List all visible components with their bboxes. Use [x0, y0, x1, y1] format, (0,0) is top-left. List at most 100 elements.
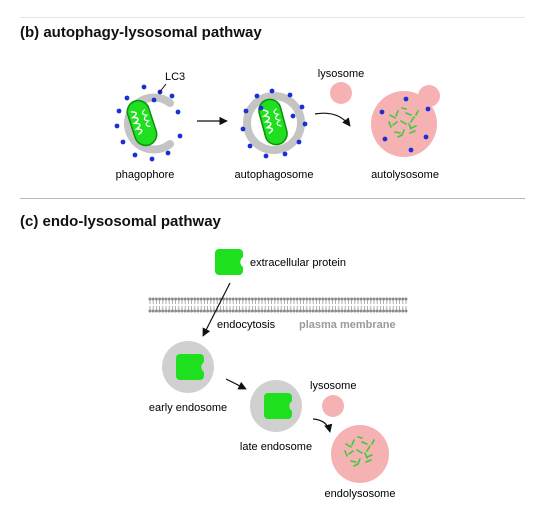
- lipid-head: [314, 297, 318, 301]
- lipid-head: [340, 297, 344, 301]
- lipid-head: [378, 297, 382, 301]
- lipid-head: [308, 297, 312, 301]
- lipid-head: [263, 297, 267, 301]
- lipid-head: [177, 309, 181, 313]
- endocytosis-label: endocytosis: [217, 319, 276, 331]
- autolysosome-label: autolysosome: [371, 169, 439, 181]
- autolysosome-body: [371, 91, 437, 157]
- lipid-head: [366, 309, 370, 313]
- lipid-head: [308, 309, 312, 313]
- lipid-head: [193, 309, 197, 313]
- lipid-head: [327, 297, 331, 301]
- panel-divider: [20, 198, 525, 199]
- autophagosome-membrane: [243, 92, 305, 154]
- late-endosome-label: late endosome: [240, 441, 312, 453]
- lipid-head: [209, 309, 213, 313]
- lipid-head: [346, 297, 350, 301]
- lipid-head: [196, 309, 200, 313]
- lipid-head: [215, 297, 219, 301]
- early-endosome-label: early endosome: [149, 402, 227, 414]
- lipid-head: [295, 309, 299, 313]
- lipid-head: [375, 297, 379, 301]
- top-divider: [20, 17, 525, 18]
- lipid-head: [401, 309, 405, 313]
- lipid-head: [311, 309, 315, 313]
- lipid-head: [177, 297, 181, 301]
- lipid-head: [356, 309, 360, 313]
- lipid-head: [174, 309, 178, 313]
- lipid-head: [234, 297, 238, 301]
- lipid-head: [161, 297, 165, 301]
- lipid-head: [161, 309, 165, 313]
- lipid-head: [218, 309, 222, 313]
- lipid-head: [180, 309, 184, 313]
- arrow-fusion-c: [312, 418, 333, 433]
- lipid-head: [250, 309, 254, 313]
- lipid-head: [343, 309, 347, 313]
- lipid-head: [321, 297, 325, 301]
- lipid-head: [238, 297, 242, 301]
- lipid-head: [343, 297, 347, 301]
- lipid-head: [202, 297, 206, 301]
- mitochondrion-icon: [255, 96, 291, 148]
- lipid-head: [298, 297, 302, 301]
- lipid-head: [359, 309, 363, 313]
- lipid-head: [206, 297, 210, 301]
- lipid-head: [231, 297, 235, 301]
- arrow-early-to-late: [225, 378, 247, 390]
- lipid-head: [247, 297, 251, 301]
- lipid-head: [228, 309, 232, 313]
- lipid-head: [314, 309, 318, 313]
- lipid-head: [167, 297, 171, 301]
- lipid-head: [382, 309, 386, 313]
- lipid-head: [353, 297, 357, 301]
- lipid-head: [228, 297, 232, 301]
- endolysosome-label: endolysosome: [325, 488, 396, 500]
- lipid-head: [359, 297, 363, 301]
- lipid-head: [334, 297, 338, 301]
- lipid-head: [382, 297, 386, 301]
- lipid-head: [404, 297, 408, 301]
- lipid-head: [266, 309, 270, 313]
- plasma-membrane: [148, 297, 408, 313]
- lipid-head: [164, 309, 168, 313]
- lipid-head: [305, 309, 309, 313]
- lipid-head: [186, 309, 190, 313]
- lipid-head: [276, 309, 280, 313]
- lipid-head: [199, 309, 203, 313]
- lipid-head: [327, 309, 331, 313]
- plasma-membrane-label: plasma membrane: [299, 319, 396, 331]
- lipid-head: [330, 309, 334, 313]
- lipid-head: [151, 297, 155, 301]
- lipid-head: [279, 297, 283, 301]
- lipid-head: [193, 297, 197, 301]
- lipid-head: [257, 309, 261, 313]
- lipid-head: [148, 309, 152, 313]
- lipid-head: [398, 309, 402, 313]
- lipid-head: [276, 297, 280, 301]
- panel-c-title: (c) endo-lysosomal pathway: [20, 213, 221, 230]
- lipid-head: [183, 297, 187, 301]
- lipid-head: [375, 309, 379, 313]
- lipid-head: [154, 297, 158, 301]
- lipid-head: [273, 297, 277, 301]
- lipid-head: [318, 297, 322, 301]
- lipid-head: [305, 297, 309, 301]
- lipid-head: [190, 309, 194, 313]
- lipid-head: [391, 297, 395, 301]
- lipid-head: [151, 309, 155, 313]
- lipid-head: [279, 309, 283, 313]
- lipid-head: [260, 297, 264, 301]
- lipid-head: [378, 309, 382, 313]
- lipid-head: [292, 297, 296, 301]
- lipid-head: [388, 309, 392, 313]
- lipid-head: [394, 297, 398, 301]
- arrow-endocytosis: [202, 282, 231, 337]
- phagophore-membrane: [124, 93, 174, 154]
- lysosome-label-b: lysosome: [318, 68, 364, 80]
- lipid-head: [154, 309, 158, 313]
- lipid-head: [202, 309, 206, 313]
- lipid-head: [225, 309, 229, 313]
- lipid-head: [321, 309, 325, 313]
- lipid-head: [324, 297, 328, 301]
